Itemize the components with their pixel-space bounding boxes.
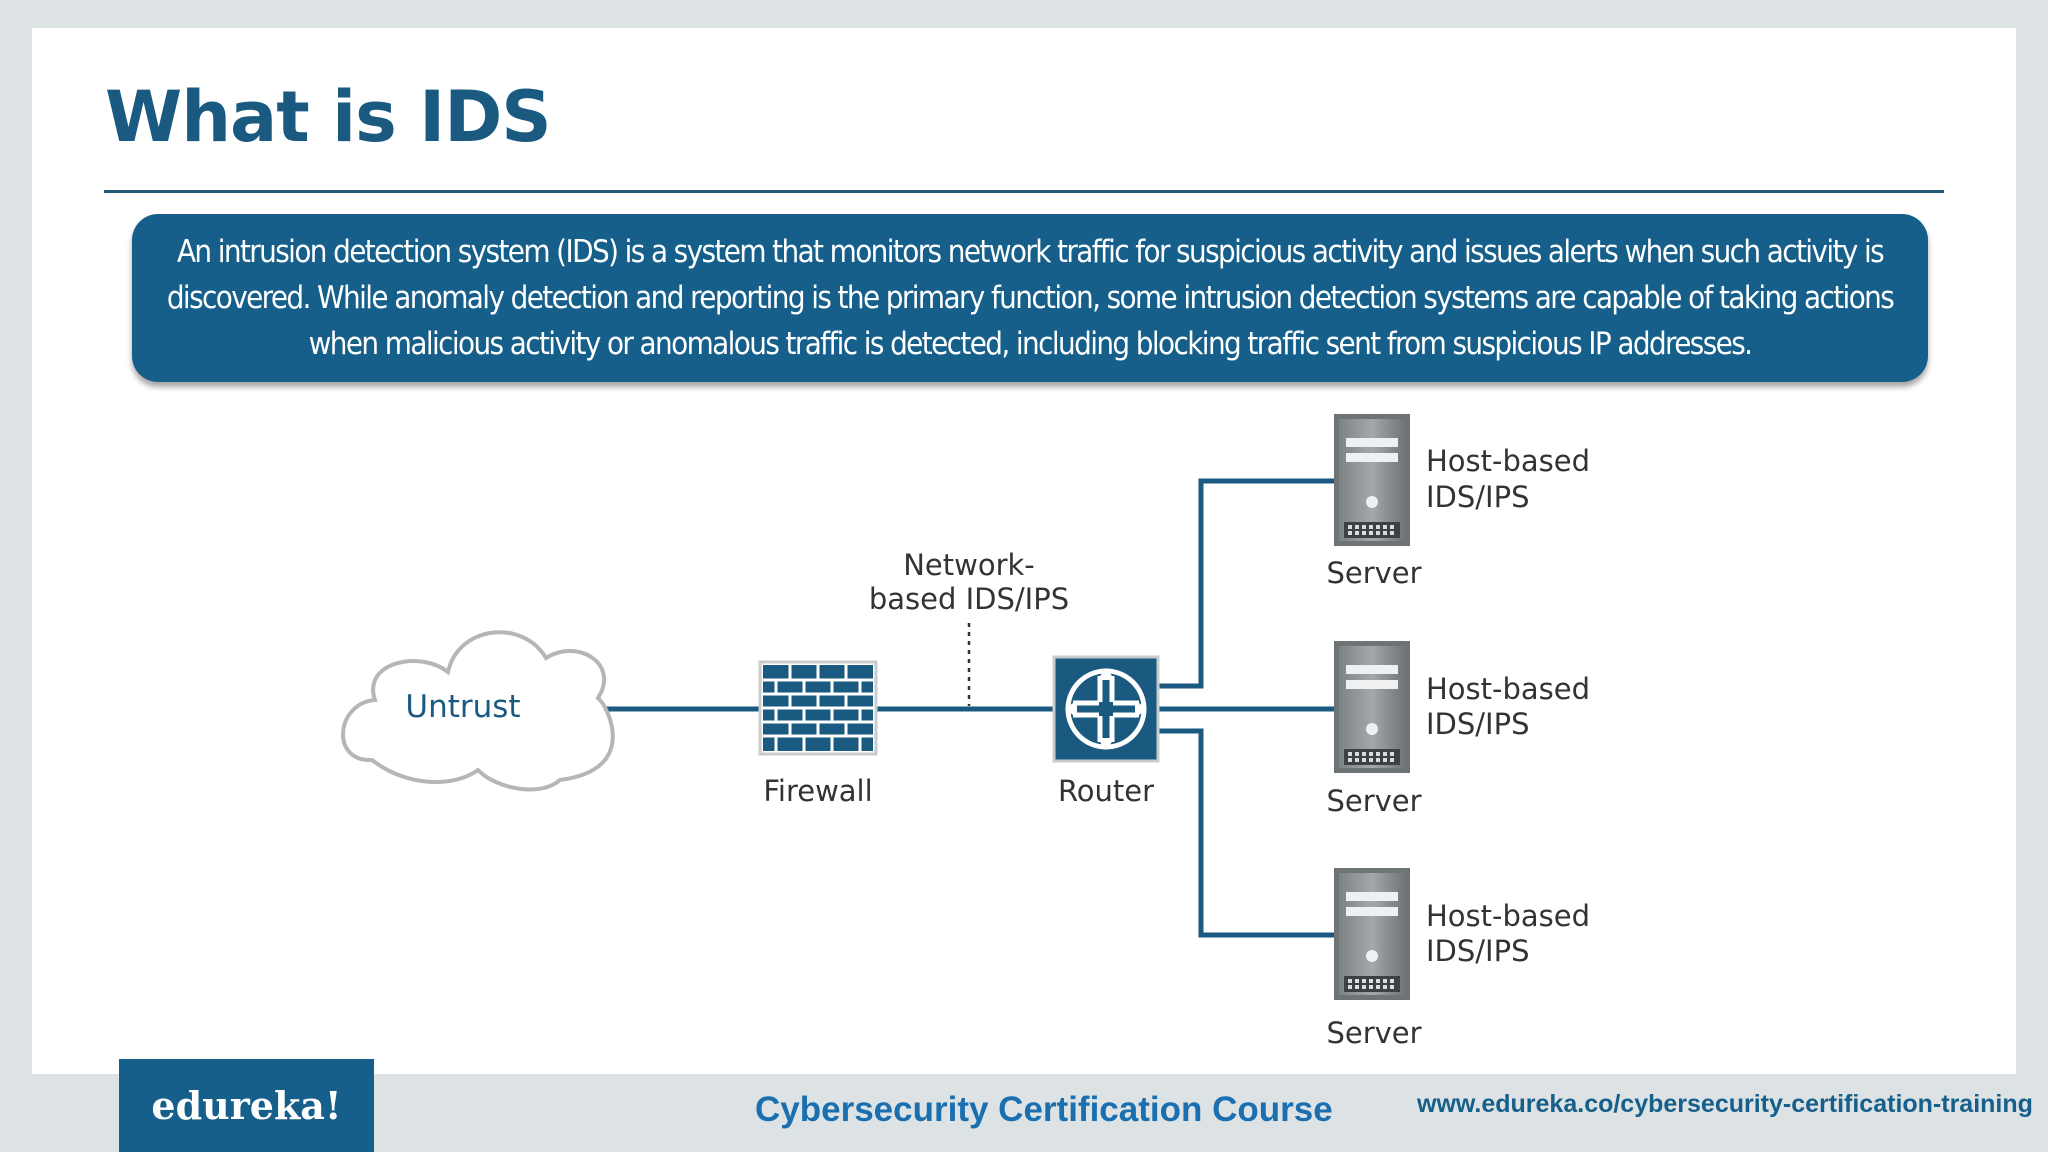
server-1-label: Server — [1326, 556, 1421, 590]
logo-text: edureka! — [151, 1083, 342, 1128]
router-label: Router — [1058, 774, 1154, 808]
server-3-ids-label-line-1: Host-based — [1426, 899, 1590, 933]
footer-course-title: Cybersecurity Certification Course — [755, 1090, 1333, 1129]
network-ids-label-line-2: based IDS/IPS — [869, 582, 1069, 616]
server-3-label: Server — [1326, 1016, 1421, 1050]
server-icon — [1334, 868, 1410, 1000]
server-2-ids-label-line-2: IDS/IPS — [1426, 707, 1530, 741]
connection-lines — [582, 478, 1334, 938]
server-icon — [1334, 641, 1410, 773]
server-3-ids-label-line-2: IDS/IPS — [1426, 934, 1530, 968]
server-1-ids-label-line-2: IDS/IPS — [1426, 480, 1530, 514]
server-2-ids-label-line-1: Host-based — [1426, 672, 1590, 706]
server-icon — [1334, 414, 1410, 546]
definition-text: An intrusion detection system (IDS) is a… — [166, 234, 1895, 362]
router-icon — [1052, 655, 1160, 763]
untrust-cloud-icon — [341, 630, 615, 792]
slide-title: What is IDS — [105, 76, 552, 158]
router-server-1-link — [1158, 478, 1334, 689]
server-1-ids-label-line-1: Host-based — [1426, 444, 1590, 478]
footer-url-link[interactable]: www.edureka.co/cybersecurity-certificati… — [1417, 1090, 2033, 1118]
edureka-logo: edureka! — [119, 1059, 374, 1152]
title-divider — [104, 190, 1944, 193]
firewall-label: Firewall — [763, 774, 872, 808]
slide-canvas — [32, 28, 2016, 1074]
server-2-label: Server — [1326, 784, 1421, 818]
cloud-label: Untrust — [405, 689, 520, 725]
firewall-icon — [758, 660, 878, 756]
definition-box: An intrusion detection system (IDS) is a… — [132, 214, 1928, 382]
router-server-3-link — [1158, 728, 1334, 938]
network-ids-label-line-1: Network- — [903, 548, 1035, 582]
